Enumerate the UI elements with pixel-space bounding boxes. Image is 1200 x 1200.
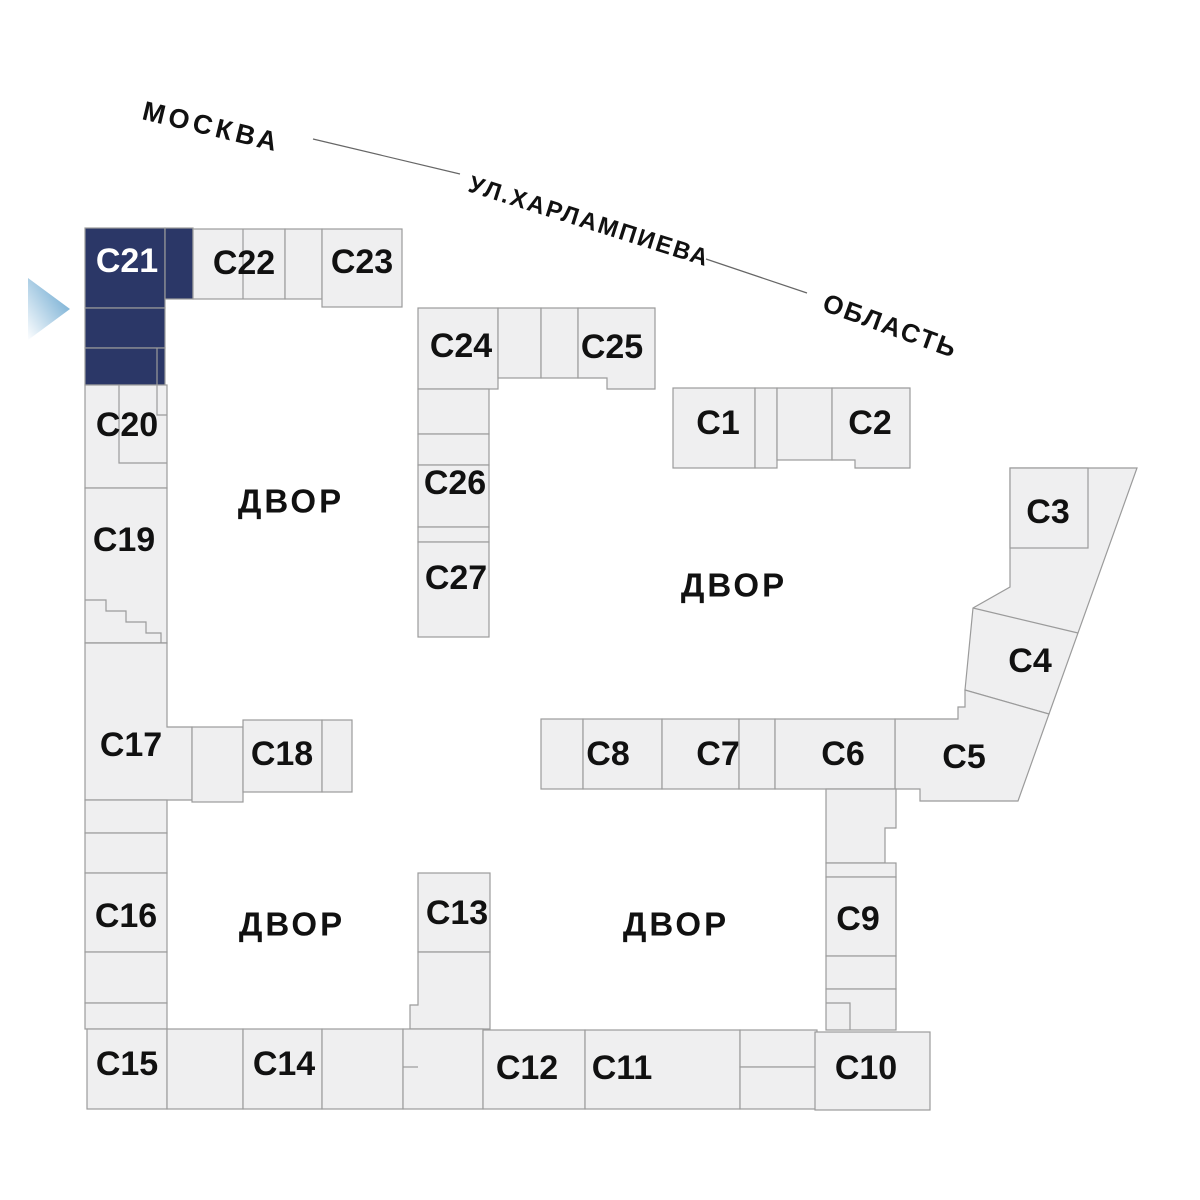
building-c5[interactable]: С5 <box>894 689 1050 802</box>
building-c22[interactable]: С22 <box>192 228 286 300</box>
building-c1[interactable]: С1 <box>672 387 756 469</box>
unlabeled-section <box>84 832 168 874</box>
building-label: С20 <box>96 406 158 444</box>
courtyard-label: ДВОР <box>623 906 729 943</box>
building-label: С10 <box>835 1049 897 1087</box>
building-label: С8 <box>586 735 629 773</box>
unlabeled-section <box>540 307 579 379</box>
unlabeled-section <box>738 718 776 790</box>
selected-building-arrow-icon <box>28 278 70 340</box>
unlabeled-section <box>166 1028 244 1110</box>
courtyard-label: ДВОР <box>238 483 344 520</box>
building-c21[interactable]: С21 <box>84 227 194 386</box>
unlabeled-section <box>321 1028 404 1110</box>
building-label: С18 <box>251 735 313 773</box>
building-label: С17 <box>100 726 162 764</box>
building-c6[interactable]: С6 <box>774 718 897 864</box>
unlabeled-section <box>776 387 833 461</box>
building-label: С27 <box>425 559 487 597</box>
building-label: С21 <box>96 242 158 280</box>
building-c7[interactable]: С7 <box>661 718 740 790</box>
building-label: С13 <box>426 894 488 932</box>
unlabeled-section <box>825 955 897 990</box>
street-line-left <box>312 138 461 175</box>
building-c2[interactable]: С2 <box>831 387 911 469</box>
building-c3[interactable]: С3 <box>1009 467 1089 549</box>
building-label: С4 <box>1008 642 1052 680</box>
building-c20[interactable]: С20 <box>84 384 168 489</box>
street-label-moscow: МОСКВА <box>140 96 284 158</box>
building-label: С12 <box>496 1049 558 1087</box>
unlabeled-section <box>754 387 778 469</box>
building-c26[interactable]: С26 <box>417 464 490 528</box>
building-label: С16 <box>95 897 157 935</box>
building-c12[interactable]: С12 <box>482 1029 586 1110</box>
building-label: С24 <box>430 327 492 365</box>
unlabeled-section <box>84 1002 168 1030</box>
street-label-oblast: ОБЛАСТЬ <box>819 287 962 364</box>
building-label: С26 <box>424 464 486 502</box>
building-label: С11 <box>592 1049 653 1087</box>
unlabeled-section <box>402 1028 484 1110</box>
building-c24[interactable]: С24 <box>417 307 499 390</box>
building-c13[interactable]: С13 <box>417 872 491 953</box>
unlabeled-section <box>191 726 244 803</box>
unlabeled-section <box>84 951 168 1004</box>
building-label: С9 <box>836 900 879 938</box>
unlabeled-section <box>739 1066 818 1110</box>
street-line-right <box>705 258 808 294</box>
building-label: С25 <box>581 328 643 366</box>
unlabeled-section <box>417 388 490 435</box>
building-label: С5 <box>942 738 985 776</box>
building-c15[interactable]: С15 <box>86 1028 168 1110</box>
building-label: С19 <box>93 521 155 559</box>
unlabeled-section <box>825 988 897 1031</box>
building-label: С6 <box>821 735 864 773</box>
building-c23[interactable]: С23 <box>321 228 403 308</box>
building-label: С3 <box>1026 493 1069 531</box>
courtyard-label: ДВОР <box>681 567 787 604</box>
unlabeled-section <box>284 228 323 300</box>
building-label: С2 <box>848 404 891 442</box>
unlabeled-section <box>497 307 542 379</box>
unlabeled-section <box>409 951 491 1030</box>
building-c18[interactable]: С18 <box>242 719 353 793</box>
building-c16[interactable]: С16 <box>84 872 168 953</box>
unlabeled-section <box>417 526 490 543</box>
courtyard-label: ДВОР <box>239 906 345 943</box>
building-c4[interactable]: С4 <box>972 607 1079 680</box>
building-c11[interactable]: С11 <box>584 1029 741 1110</box>
building-c19[interactable]: С19 <box>84 487 168 644</box>
building-c25[interactable]: С25 <box>577 307 656 390</box>
building-label: С23 <box>331 243 393 281</box>
building-c17[interactable]: С17 <box>84 642 193 801</box>
building-label: С14 <box>253 1045 315 1083</box>
building-label: С22 <box>213 244 275 282</box>
street-label-name: УЛ.ХАРЛАМПИЕВА <box>465 171 713 272</box>
unlabeled-section <box>739 1029 818 1068</box>
building-c10[interactable]: С10 <box>814 1031 931 1111</box>
building-c8[interactable]: С8 <box>582 718 663 790</box>
building-label: С15 <box>96 1045 158 1083</box>
unlabeled-section <box>84 799 168 834</box>
building-c27[interactable]: С27 <box>417 541 490 638</box>
building-c9[interactable]: С9 <box>825 876 897 957</box>
unlabeled-section <box>417 433 490 466</box>
building-label: С7 <box>696 735 739 773</box>
unlabeled-section <box>540 718 584 790</box>
unlabeled-section <box>825 862 897 878</box>
building-c14[interactable]: С14 <box>242 1028 323 1110</box>
building-label: С1 <box>696 404 739 442</box>
